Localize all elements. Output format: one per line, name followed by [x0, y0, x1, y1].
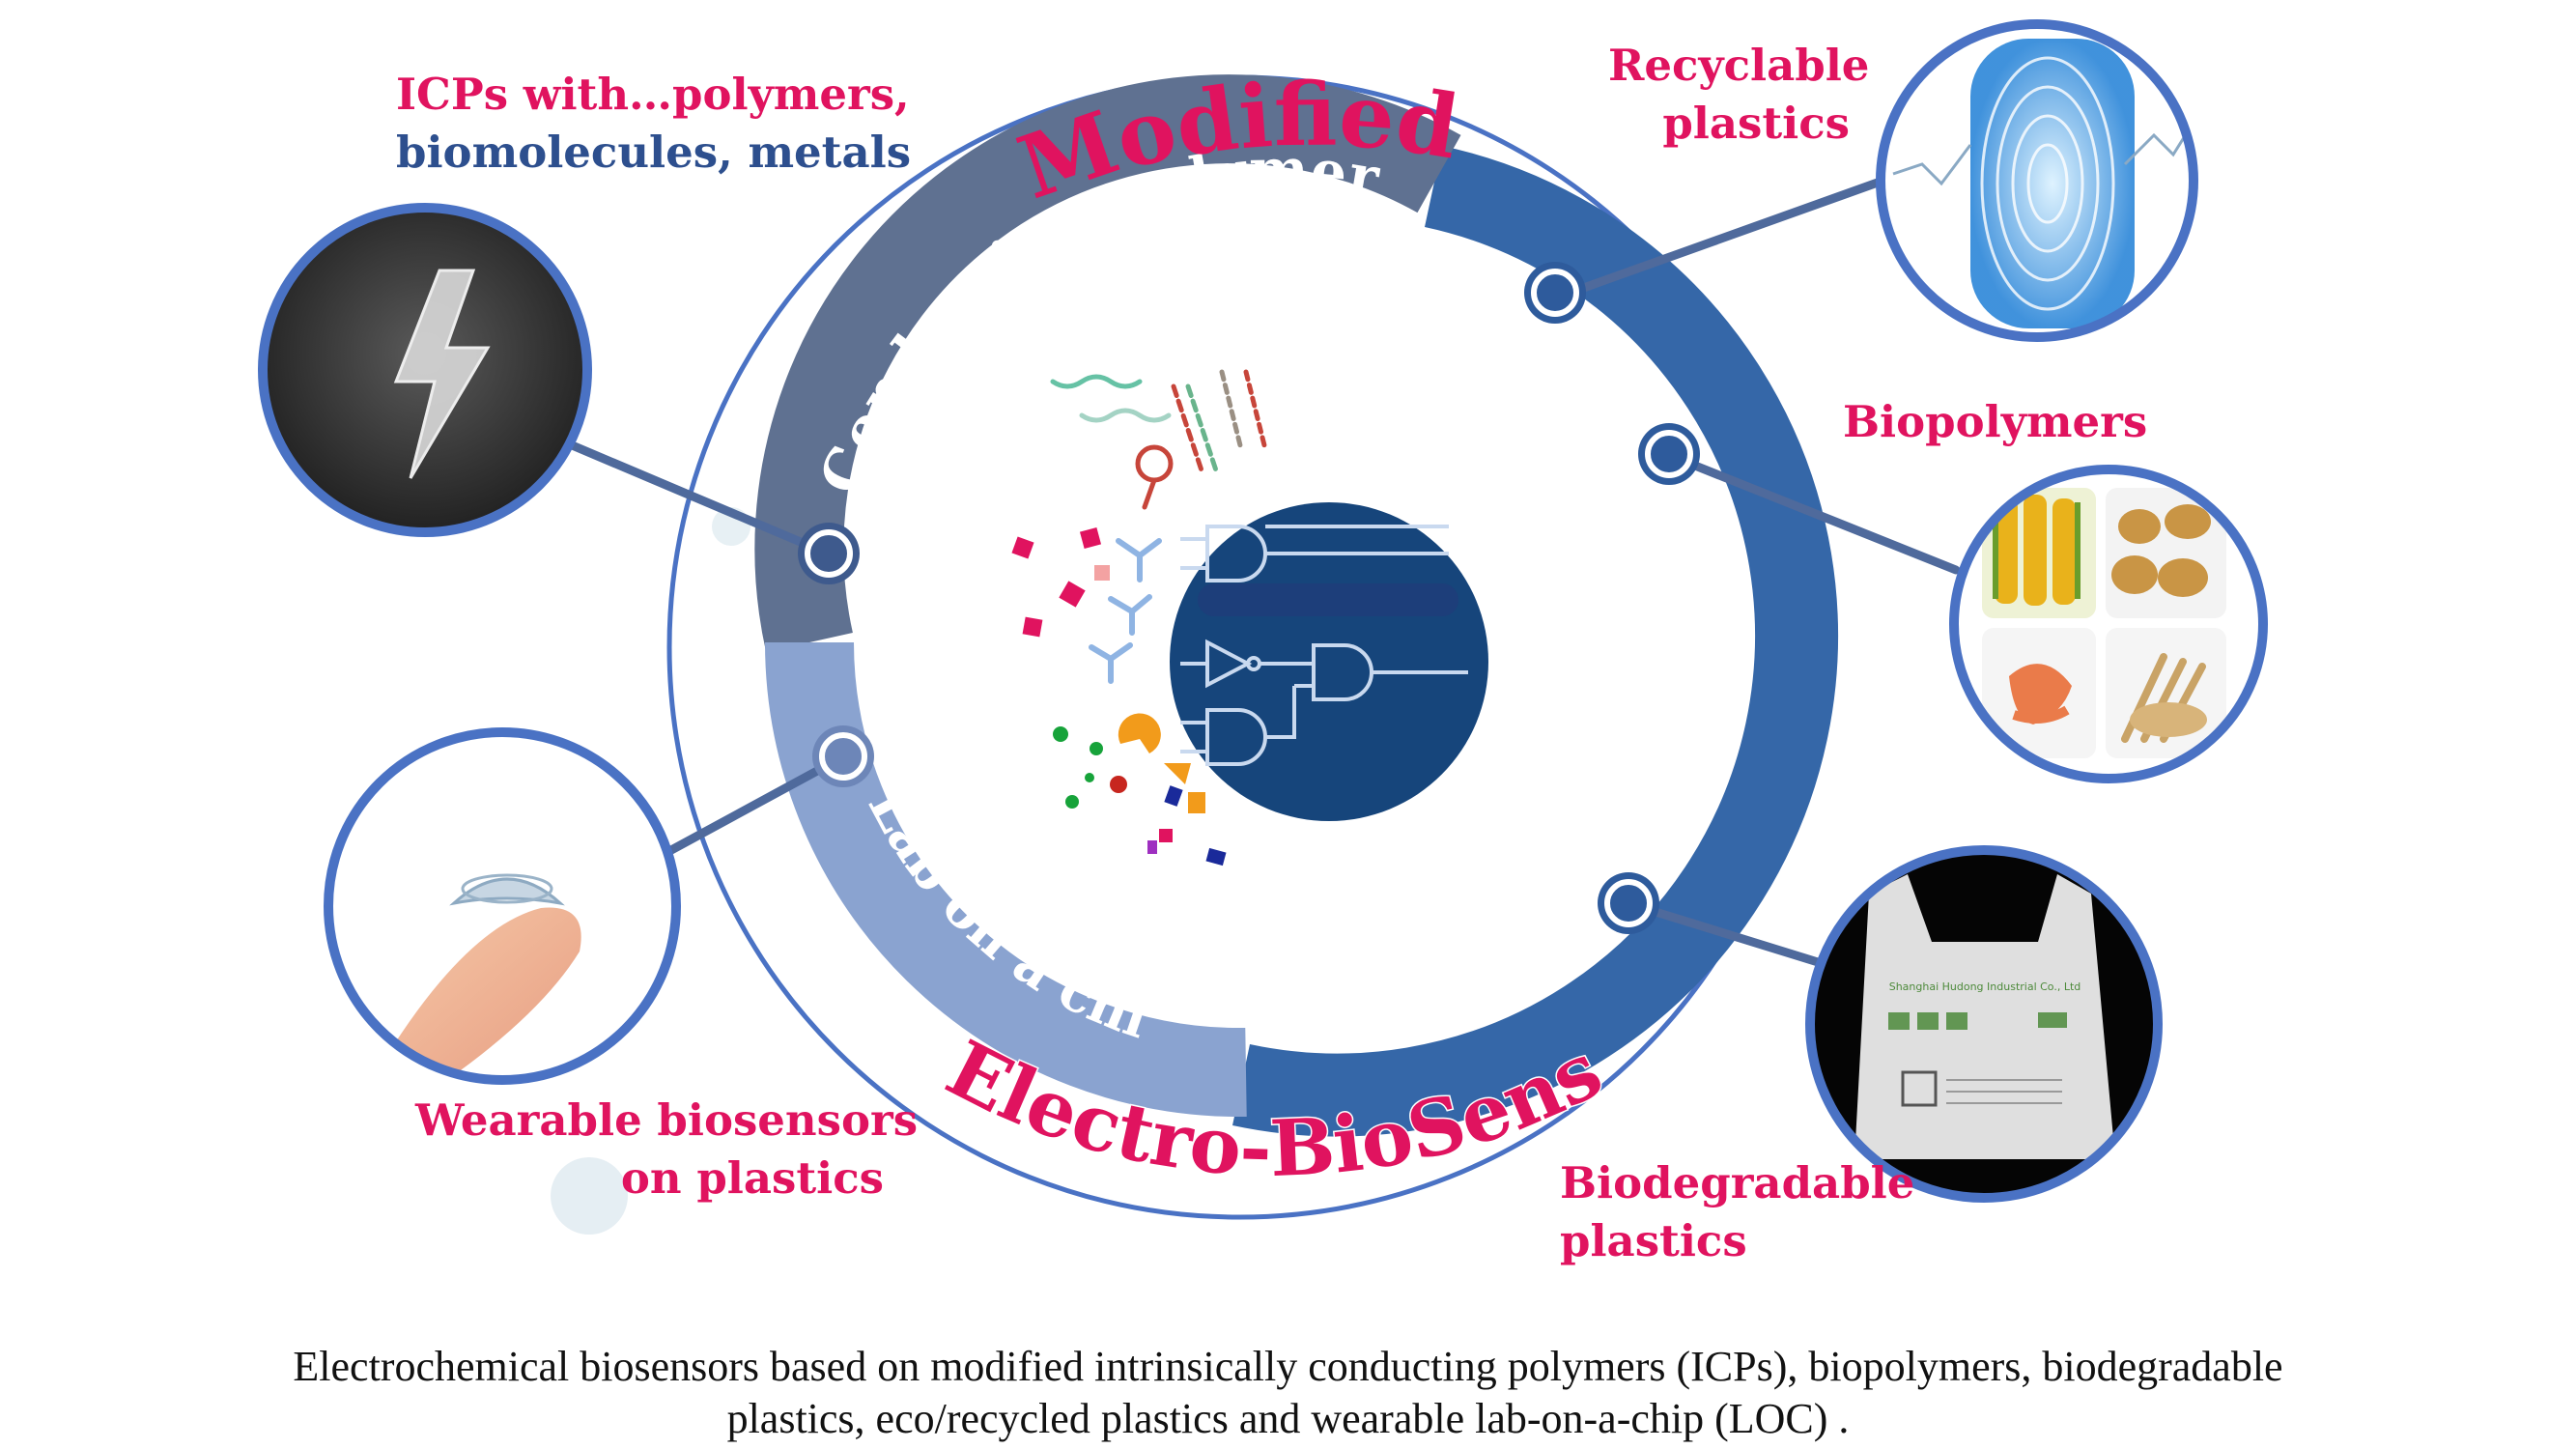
label-icps-polymers: polymers, [672, 69, 910, 120]
decor-bubble [551, 1157, 628, 1235]
ring-segment-conducting-polymers [754, 74, 1461, 652]
label-recyclable-plastics: Recyclable plastics [1608, 37, 1870, 153]
icps-image [258, 203, 592, 537]
label-wearable-line2: on plastics [620, 1152, 884, 1204]
connector-dots [798, 262, 1700, 934]
wearable-biosensors-image [324, 727, 681, 1085]
lightning-icon [393, 269, 491, 479]
figure-caption: Electrochemical biosensors based on modi… [0, 1341, 2576, 1445]
caption-line1: Electrochemical biosensors based on modi… [293, 1343, 2283, 1390]
recyclable-plastics-image [1876, 19, 2198, 342]
label-recyclable-line1: Recyclable [1608, 40, 1870, 91]
biodegradable-plastics-image: Shanghai Hudong Industrial Co., Ltd [1805, 845, 2163, 1203]
segment-label-plastics: Plastics [1665, 583, 1731, 828]
label-recyclable-line2: plastics [1662, 98, 1850, 149]
label-icps-line2: biomolecules, metals [396, 127, 912, 178]
caption-line2: plastics, eco/recycled plastics and wear… [726, 1395, 1850, 1442]
label-wearable-line1: Wearable biosensors [415, 1094, 919, 1146]
label-biopolymers: Biopolymers [1843, 393, 2147, 451]
connector-lines [565, 174, 1961, 971]
label-biodegradable-plastics: Biodegradable plastics [1560, 1154, 1914, 1270]
ring-segment-plastics [1232, 145, 1839, 1137]
label-biodegradable-line1: Biodegradable [1560, 1157, 1915, 1208]
label-icps: ICPs with…polymers, biomolecules, metals [396, 66, 911, 182]
logic-circuit-disc [1170, 502, 1488, 821]
label-wearable-biosensors: Wearable biosensors on plastics [415, 1092, 919, 1208]
label-icps-prefix: ICPs with… [396, 69, 673, 120]
bag-print-text: Shanghai Hudong Industrial Co., Ltd [1889, 980, 2081, 993]
label-biopolymers-text: Biopolymers [1843, 396, 2148, 447]
central-biosensor-illustration [1011, 369, 1488, 867]
label-biodegradable-line2: plastics [1560, 1215, 1747, 1266]
biopolymers-image [1949, 465, 2268, 783]
